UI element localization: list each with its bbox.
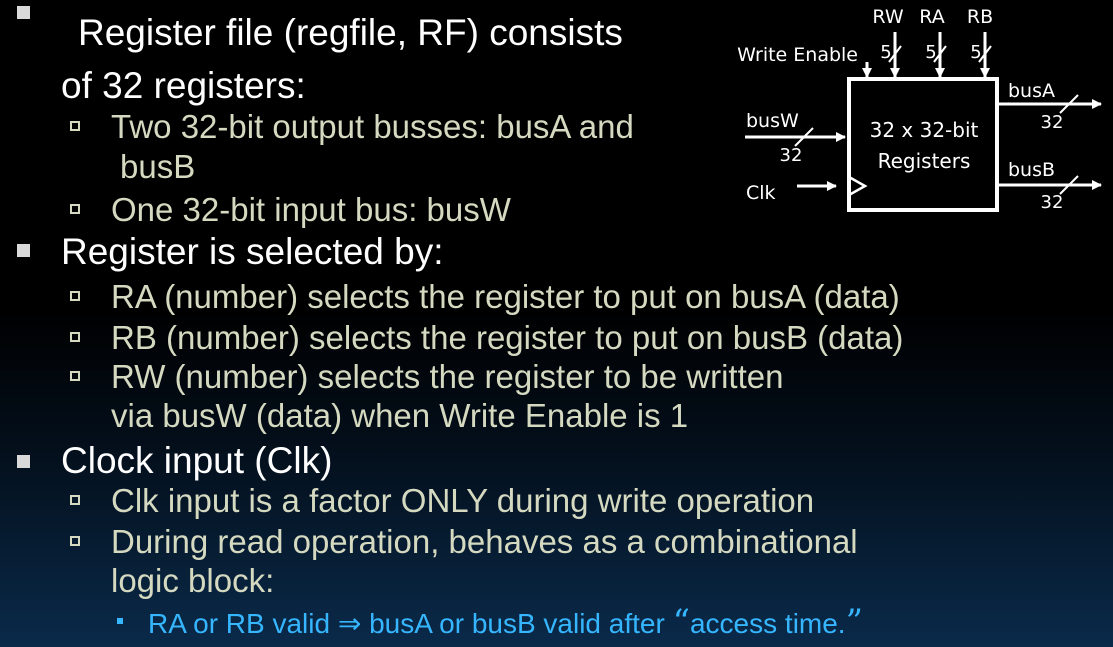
busa-label: busA [1008, 80, 1055, 102]
sub-bullet-marker [70, 536, 80, 546]
sub-bullet-text: busB [120, 148, 196, 185]
ra-width-label: 5 [925, 42, 936, 63]
sub-bullet-text: RW (number) selects the register to be w… [111, 358, 784, 395]
box-label-line2: Registers [878, 149, 971, 173]
sub-bullet-marker [70, 291, 80, 301]
clock-edge-symbol [848, 175, 868, 197]
busa-width-slash [1059, 94, 1079, 114]
ra-label: RA [919, 6, 944, 28]
rb-label: RB [967, 6, 993, 28]
rw-width-slash [888, 45, 902, 63]
bullet-text: Register is selected by: [61, 231, 444, 272]
sub-bullet-marker [70, 495, 80, 505]
open-quote: “ [672, 602, 690, 642]
busw-width-slash [794, 127, 814, 147]
sub-bullet-text: Clk input is a factor ONLY during write … [111, 482, 815, 519]
bullet-marker [17, 6, 30, 19]
clk-label: Clk [746, 182, 776, 204]
sub-sub-bullet-text: RA or RB valid ⇒ busA or busB valid afte… [148, 605, 863, 639]
sub-sub-bullet-text-main: RA or RB valid ⇒ busA or busB valid afte… [148, 608, 673, 639]
bullet-text: Register file (regfile, RF) consists [78, 12, 623, 53]
sub-bullet-marker [70, 204, 80, 214]
sub-bullet-marker [70, 121, 80, 131]
sub-bullet-marker [70, 332, 80, 342]
busb-width-label: 32 [1041, 192, 1064, 213]
bullet-text: of 32 registers: [61, 65, 306, 106]
busb-width-slash [1059, 175, 1079, 195]
bullet-marker [17, 455, 30, 468]
bullet-text: Clock input (Clk) [61, 440, 333, 481]
sub-bullet-text: logic block: [111, 562, 275, 599]
rw-label: RW [872, 6, 903, 28]
register-file-diagram: 32 x 32-bit Registers RW RA RB Write Ena… [737, 6, 1102, 213]
sub-sub-bullet-text-quoted: access time. [689, 608, 846, 639]
sub-bullet-text: One 32-bit input bus: busW [111, 191, 511, 228]
busw-width-label: 32 [780, 145, 803, 166]
sub-bullet-text: RA (number) selects the register to put … [111, 278, 900, 315]
rb-width-label: 5 [970, 42, 981, 63]
busw-label: busW [746, 110, 799, 132]
sub-bullet-marker [70, 371, 80, 381]
sub-bullet-text: via busW (data) when Write Enable is 1 [111, 397, 689, 434]
sub-bullet-text: RB (number) selects the register to put … [111, 319, 904, 356]
sub-bullet-text: During read operation, behaves as a comb… [111, 523, 858, 560]
close-quote: ” [845, 602, 863, 642]
busa-width-label: 32 [1041, 112, 1064, 133]
busb-label: busB [1008, 159, 1055, 181]
rw-width-label: 5 [880, 42, 891, 63]
write-enable-label: Write Enable [737, 44, 858, 66]
box-label-line1: 32 x 32-bit [870, 118, 979, 142]
register-file-box [847, 77, 999, 212]
sub-sub-bullet-marker [117, 618, 123, 624]
bullet-marker [17, 244, 30, 257]
rb-width-slash [978, 45, 992, 63]
ra-width-slash [933, 45, 947, 63]
sub-bullet-text: Two 32-bit output busses: busA and [111, 108, 634, 145]
